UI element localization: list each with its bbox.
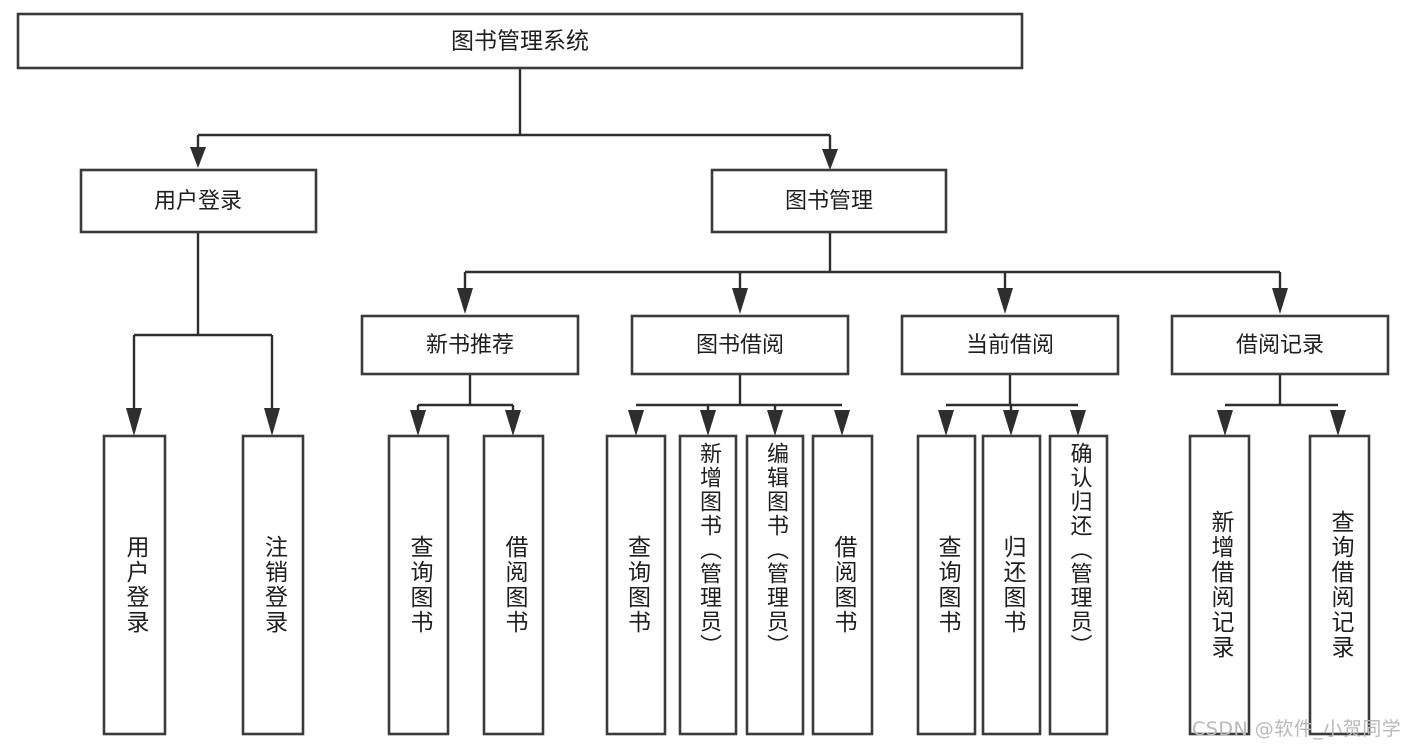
arrow-user-login — [190, 147, 206, 168]
arrow-book-borrow — [732, 288, 748, 314]
node-user-login-label: 用户登录 — [154, 189, 242, 214]
node-current-borrow-label: 当前借阅 — [966, 333, 1054, 358]
connectors-book-manage-to-level3 — [457, 232, 1288, 314]
arrow-current-borrow — [997, 288, 1013, 314]
leaf-box-bb-add-book[interactable] — [678, 434, 738, 736]
node-new-book-label: 新书推荐 — [426, 333, 514, 358]
node-current-borrow-box[interactable] — [900, 314, 1120, 376]
leaf-box-bb-borrow-book[interactable] — [811, 434, 874, 736]
connectors-user-login-to-leaves — [126, 232, 280, 436]
arrow-br-leaf-1 — [1217, 410, 1233, 436]
arrow-bb-leaf-2 — [700, 410, 716, 436]
node-user-login-box[interactable] — [79, 168, 318, 234]
leaf-box-bb-query-book[interactable] — [605, 434, 667, 736]
arrow-cb-leaf-3 — [1070, 410, 1086, 436]
connectors-current-borrow-to-leaves — [938, 374, 1086, 436]
arrow-br-leaf-2 — [1330, 410, 1346, 436]
arrow-book-manage — [822, 149, 838, 170]
leaf-box-cb-query-book[interactable] — [916, 434, 977, 736]
arrow-bb-leaf-1 — [628, 410, 644, 436]
leaf-box-user-login[interactable] — [102, 434, 167, 736]
leaf-box-nb-borrow-book[interactable] — [482, 434, 545, 736]
node-root-label: 图书管理系统 — [451, 29, 589, 55]
connectors-book-borrow-to-leaves — [628, 374, 850, 436]
leaf-box-logout[interactable] — [241, 434, 305, 736]
csdn-watermark: CSDN @软件_小贺同学 — [1192, 718, 1402, 740]
arrow-borrow-record — [1272, 288, 1288, 314]
leaf-box-br-add-record[interactable] — [1188, 434, 1251, 736]
connectors-borrow-record-to-leaves — [1217, 374, 1346, 436]
arrow-nb-leaf-2 — [505, 410, 521, 436]
leaf-box-br-query-record[interactable] — [1308, 434, 1371, 736]
arrow-bb-leaf-3 — [767, 410, 783, 436]
arrow-new-book — [457, 288, 473, 314]
node-book-borrow-box[interactable] — [630, 314, 850, 376]
node-borrow-record-label: 借阅记录 — [1236, 333, 1324, 358]
connectors-root-to-level2 — [190, 68, 838, 170]
leaf-box-cb-return-book[interactable] — [981, 434, 1042, 736]
node-root-box[interactable] — [16, 12, 1024, 70]
connectors-new-book-to-leaves — [410, 374, 521, 436]
arrow-cb-leaf-1 — [938, 410, 954, 436]
arrow-cb-leaf-2 — [1003, 410, 1019, 436]
leaf-box-nb-query-book[interactable] — [387, 434, 450, 736]
leaf-box-bb-edit-book[interactable] — [745, 434, 805, 736]
node-book-manage-label: 图书管理 — [785, 189, 873, 214]
node-borrow-record-box[interactable] — [1170, 314, 1390, 376]
node-new-book-box[interactable] — [360, 314, 580, 376]
arrow-bb-leaf-4 — [834, 410, 850, 436]
node-book-borrow-label: 图书借阅 — [696, 333, 784, 358]
arrow-leaf-user-login — [126, 408, 142, 436]
node-book-manage-box[interactable] — [710, 168, 948, 234]
arrow-leaf-logout — [264, 408, 280, 436]
leaf-box-cb-confirm-return[interactable] — [1048, 434, 1109, 736]
arrow-nb-leaf-1 — [410, 410, 426, 436]
